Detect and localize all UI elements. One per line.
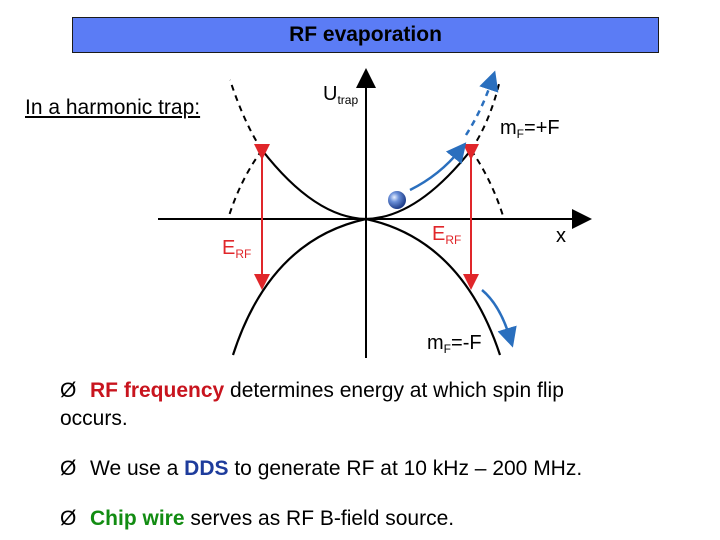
atom-ball xyxy=(388,191,406,209)
erf-label-left: ERF xyxy=(222,237,251,261)
highlight-rf-frequency: RF frequency xyxy=(90,379,225,402)
bullet-text-cont: occurs. xyxy=(60,407,128,430)
upper-curve-dashed-left xyxy=(229,79,263,151)
highlight-chip-wire: Chip wire xyxy=(90,507,185,530)
bullet-marker: Ø xyxy=(60,457,77,480)
bullet-dds: Ø We use a DDS to generate RF at 10 kHz –… xyxy=(60,455,700,483)
bullet-text: serves as RF B-field source. xyxy=(184,507,455,530)
bullet-chip-wire: Ø Chip wire serves as RF B-field source. xyxy=(60,505,700,533)
bullet-marker: Ø xyxy=(60,507,77,530)
upper-dashed-down-left xyxy=(227,149,263,220)
highlight-dds: DDS xyxy=(184,457,229,480)
blue-arrow-down xyxy=(481,289,517,348)
title-banner: RF evaporation xyxy=(72,17,659,53)
upper-dashed-down-right xyxy=(470,149,505,220)
blue-arrow-up xyxy=(409,142,467,192)
lower-curve xyxy=(231,217,502,356)
lower-state-label: mF=-F xyxy=(427,332,482,356)
upper-state-label: mF=+F xyxy=(500,117,560,141)
bullet-text-pre: We use a xyxy=(90,457,185,480)
erf-label-right: ERF xyxy=(432,223,461,247)
bullet-list: Ø RF frequency determines energy at which… xyxy=(60,377,700,533)
blue-arrow-up-dashed xyxy=(464,70,499,136)
x-axis-label: x xyxy=(556,225,566,247)
bullet-text: to generate RF at 10 kHz – 200 MHz. xyxy=(228,457,583,480)
bullet-marker: Ø xyxy=(60,379,77,402)
bullet-text: determines energy at which spin flip xyxy=(224,379,564,402)
upper-curve-dashed-right xyxy=(470,79,501,151)
slide-title: RF evaporation xyxy=(289,23,442,46)
y-axis-label: Utrap xyxy=(323,83,358,107)
subtitle: In a harmonic trap: xyxy=(25,96,201,119)
bullet-rf-frequency: Ø RF frequency determines energy at which… xyxy=(60,377,700,433)
